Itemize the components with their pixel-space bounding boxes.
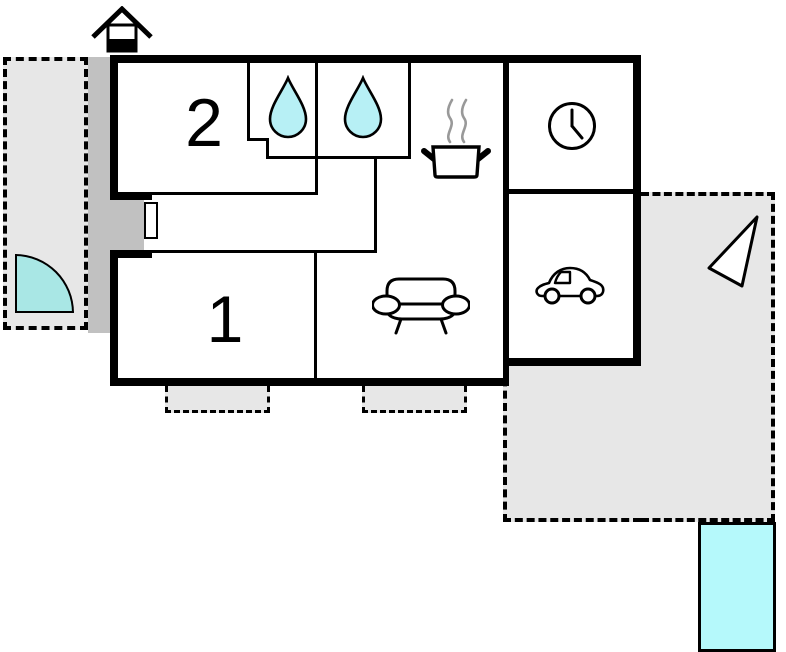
terrace-right-lower (503, 366, 641, 522)
steps-right (362, 386, 467, 413)
wall (110, 250, 118, 386)
wall (633, 55, 641, 366)
wall (314, 250, 317, 386)
clock-icon (548, 102, 596, 150)
wall (150, 250, 377, 253)
wall (374, 156, 377, 253)
door-swing-icon (15, 254, 74, 313)
wall (315, 63, 318, 192)
wall (247, 63, 250, 141)
wall (408, 63, 411, 159)
north-arrow-icon (707, 215, 759, 288)
cooking-pot-icon (421, 98, 491, 179)
entrance-wall-stub (110, 192, 152, 200)
wall (503, 358, 509, 386)
wall (247, 138, 269, 141)
water-drop-icon (343, 75, 383, 139)
wall (150, 192, 318, 195)
steam-icon (446, 98, 454, 144)
steam-icon (460, 98, 468, 144)
bedroom-2-label: 2 (185, 85, 223, 161)
wall (266, 138, 269, 159)
bedroom-1-label: 1 (206, 282, 244, 356)
terrace-right (641, 192, 775, 522)
steps-left (165, 386, 270, 413)
entrance-porch (110, 200, 144, 250)
wall (110, 55, 118, 200)
wall (509, 189, 633, 194)
porch-strip (88, 57, 110, 333)
pool (698, 522, 776, 652)
wall (110, 378, 509, 386)
entrance-wall-stub (110, 250, 152, 258)
wall (503, 358, 641, 366)
water-drop-icon (268, 75, 308, 139)
entrance-door (144, 202, 158, 239)
wall (503, 55, 509, 366)
car-icon (535, 266, 605, 305)
wall (266, 156, 411, 159)
wall (110, 55, 641, 63)
sofa-icon (372, 277, 470, 335)
chimney-icon (91, 6, 153, 53)
